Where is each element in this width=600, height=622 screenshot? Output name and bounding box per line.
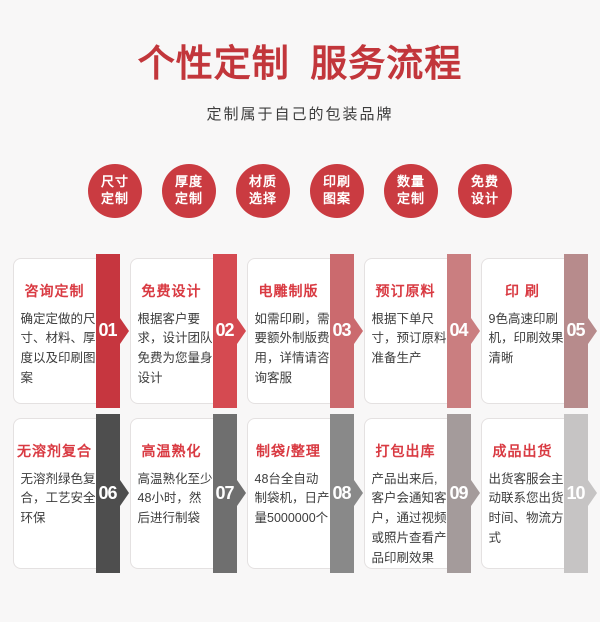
step-title: 无溶剂复合 [17, 442, 92, 459]
feature-label: 厚度 定制 [174, 173, 203, 206]
step-title: 电雕制版 [258, 282, 319, 299]
page-subtitle: 定制属于自己的包装品牌 [206, 105, 394, 123]
arrow-right-icon [470, 317, 480, 344]
step-title: 印 刷 [505, 282, 540, 299]
feature-circles: 尺寸 定制 厚度 定制 材质 选择 印刷 图案 数量 定制 免费 设计 [0, 163, 600, 218]
step-card-05: 印 刷 9色高速印刷机，印刷效果清晰 05 [480, 253, 597, 408]
step-number-band: 05 [563, 253, 597, 408]
step-number-band: 08 [329, 413, 363, 573]
step-number-band: 03 [329, 253, 363, 408]
step-number: 05 [566, 320, 585, 341]
arrow-right-icon [587, 480, 597, 507]
step-number-band: 04 [446, 253, 480, 408]
step-title: 免费设计 [141, 282, 202, 299]
step-card-08: 制袋/整理 48台全自动制袋机，日产量5000000个 08 [246, 413, 363, 573]
step-number-band: 02 [212, 253, 246, 408]
arrow-right-icon [353, 480, 363, 507]
steps-row-2: 无溶剂复合 无溶剂绿色复合，工艺安全环保 06 高温熟化 高温熟化至少48小时，… [0, 413, 600, 573]
page-title: 个性定制 服务流程 [137, 44, 463, 85]
feature-circle-size: 尺寸 定制 [88, 163, 142, 218]
arrow-right-icon [353, 317, 363, 344]
step-card-04: 预订原料 根据下单尺寸，预订原料准备生产 04 [363, 253, 480, 408]
step-number-band: 01 [95, 253, 129, 408]
arrow-right-icon [119, 317, 129, 344]
step-number: 08 [332, 482, 351, 503]
step-number-band: 07 [212, 413, 246, 573]
step-desc: 根据下单尺寸，预订原料准备生产 [371, 311, 447, 366]
step-desc: 9色高速印刷机，印刷效果清晰 [488, 311, 564, 366]
step-desc: 高温熟化至少48小时，然后进行制袋 [137, 471, 213, 526]
step-number-band: 10 [563, 413, 597, 573]
feature-label: 免费 设计 [470, 173, 499, 206]
step-card-06: 无溶剂复合 无溶剂绿色复合，工艺安全环保 06 [12, 413, 129, 573]
step-number: 01 [98, 320, 117, 341]
arrow-right-icon [236, 480, 246, 507]
feature-circle-material: 材质 选择 [236, 163, 290, 218]
step-title: 制袋/整理 [256, 442, 321, 459]
step-number: 10 [566, 482, 585, 503]
step-number-band: 06 [95, 413, 129, 573]
step-title: 高温熟化 [141, 442, 202, 459]
step-card-09: 打包出库 产品出来后, 客户会通知客户，通过视频或照片查看产品印刷效果 09 [363, 413, 480, 573]
step-number: 07 [215, 482, 234, 503]
step-card-02: 免费设计 根据客户要求，设计团队免费为您量身设计 02 [129, 253, 246, 408]
step-number: 03 [332, 320, 351, 341]
arrow-right-icon [470, 480, 480, 507]
step-number: 02 [215, 320, 234, 341]
step-card-07: 高温熟化 高温熟化至少48小时，然后进行制袋 07 [129, 413, 246, 573]
steps-section: 咨询定制 确定定做的尺寸、材料、厚度以及印刷图案 01 免费设计 根据客户要求，… [0, 253, 600, 573]
feature-circle-quantity: 数量 定制 [384, 163, 438, 218]
step-desc: 产品出来后, 客户会通知客户，通过视频或照片查看产品印刷效果 [371, 471, 447, 565]
step-title: 咨询定制 [24, 282, 85, 299]
step-title: 预订原料 [375, 282, 436, 299]
arrow-right-icon [587, 317, 597, 344]
step-number: 06 [98, 482, 117, 503]
step-card-03: 电雕制版 如需印刷，需要额外制版费用，详情请咨询客服 03 [246, 253, 363, 408]
step-card-01: 咨询定制 确定定做的尺寸、材料、厚度以及印刷图案 01 [12, 253, 129, 408]
step-desc: 如需印刷，需要额外制版费用，详情请咨询客服 [254, 311, 330, 385]
step-number-band: 09 [446, 413, 480, 573]
feature-circle-thickness: 厚度 定制 [162, 163, 216, 218]
feature-label: 数量 定制 [396, 173, 425, 206]
step-desc: 根据客户要求，设计团队免费为您量身设计 [137, 311, 213, 385]
arrow-right-icon [119, 480, 129, 507]
feature-label: 材质 选择 [248, 173, 277, 206]
feature-circle-printing: 印刷 图案 [310, 163, 364, 218]
step-title: 成品出货 [492, 442, 553, 459]
steps-row-1: 咨询定制 确定定做的尺寸、材料、厚度以及印刷图案 01 免费设计 根据客户要求，… [0, 253, 600, 408]
step-card-10: 成品出货 出货客服会主动联系您出货时间、物流方式 10 [480, 413, 597, 573]
feature-label: 印刷 图案 [322, 173, 351, 206]
step-desc: 确定定做的尺寸、材料、厚度以及印刷图案 [20, 311, 96, 385]
step-desc: 48台全自动制袋机，日产量5000000个 [254, 471, 330, 526]
step-number: 09 [449, 482, 468, 503]
feature-circle-design: 免费 设计 [458, 163, 512, 218]
arrow-right-icon [236, 317, 246, 344]
step-number: 04 [449, 320, 468, 341]
step-title: 打包出库 [375, 442, 436, 459]
feature-label: 尺寸 定制 [100, 173, 129, 206]
step-desc: 出货客服会主动联系您出货时间、物流方式 [488, 471, 564, 545]
step-desc: 无溶剂绿色复合，工艺安全环保 [20, 471, 96, 526]
